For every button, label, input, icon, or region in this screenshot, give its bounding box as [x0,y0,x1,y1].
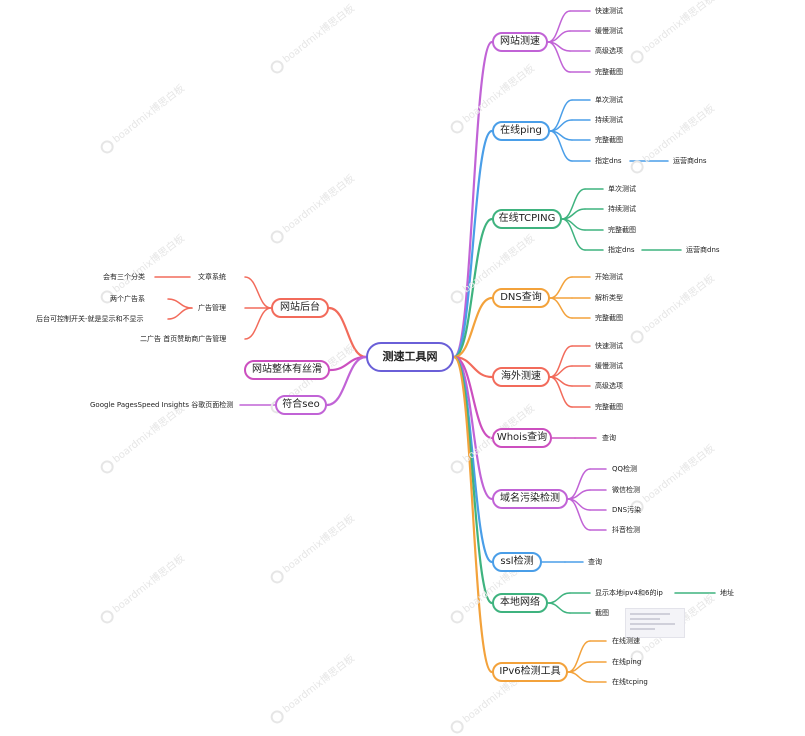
leaf-two-ad-systems[interactable]: 两个广告系 [110,295,145,303]
branch-website-speed[interactable]: 网站测速 [492,32,548,52]
leaf-advanced[interactable]: 高级选项 [595,47,623,55]
leaf-sponsor-ads[interactable]: 二广告 首页赞助商广告管理 [140,335,227,343]
branch-smooth-site[interactable]: 网站整体有丝滑 [244,360,330,380]
branch-connector [452,40,494,359]
boardmix-logo-icon [267,707,286,726]
leaf-fast-test[interactable]: 快速测试 [595,7,623,15]
leaf-screenshot[interactable]: 截图 [595,609,609,617]
leaf-connector [547,602,571,614]
leaf-continuous-test[interactable]: 持续测试 [595,116,623,124]
leaf-connector [567,498,591,531]
leaf-connector [244,307,272,340]
leaf-carrier-dns[interactable]: 运营商dns [686,246,720,254]
leaf-start-test[interactable]: 开始测试 [595,273,623,281]
screenshot-thumbnail [625,608,685,638]
branch-connector [325,355,368,407]
leaf-continuous-test[interactable]: 持续测试 [608,205,636,213]
leaf-connector [561,218,586,251]
boardmix-logo-icon [447,717,466,736]
leaf-single-test[interactable]: 单次测试 [595,96,623,104]
leaf-advanced[interactable]: 高级选项 [595,382,623,390]
leaf-slow-test[interactable]: 缓慢测试 [595,27,623,35]
leaf-connector [549,376,573,408]
leaf-full-screenshot[interactable]: 完整截图 [595,68,623,76]
leaf-full-screenshot[interactable]: 完整截图 [595,403,623,411]
leaf-show-local-ip[interactable]: 显示本地ipv4和6的ip [595,589,663,597]
branch-connector [452,296,494,359]
branch-ipv6-tool[interactable]: IPv6检测工具 [492,662,568,682]
mindmap-connectors [154,10,716,683]
leaf-full-screenshot[interactable]: 完整截图 [595,136,623,144]
leaf-fast-test[interactable]: 快速测试 [595,342,623,350]
leaf-specify-dns[interactable]: 指定dns [595,157,622,165]
sub-leaf-connector [167,307,193,320]
leaf-connector [244,276,272,309]
leaf-connector [547,41,571,73]
leaf-google-pagespeed[interactable]: Google PagesSpeed Insights 谷歌页面检测 [90,401,234,409]
leaf-online-speed[interactable]: 在线测速 [612,637,640,645]
root-node[interactable]: 测速工具网 [366,342,454,372]
branch-connector [452,129,494,359]
branch-online-tcping[interactable]: 在线TCPING [492,209,562,229]
leaf-connector [549,297,573,319]
branch-dns-pollution[interactable]: 域名污染检测 [492,489,568,509]
branch-seo[interactable]: 符合seo [275,395,327,415]
leaf-connector [547,592,571,604]
branch-whois[interactable]: Whois查询 [492,428,552,448]
branch-connector [327,306,368,359]
branch-online-ping[interactable]: 在线ping [492,121,550,141]
branch-dns-query[interactable]: DNS查询 [492,288,550,308]
branch-local-network[interactable]: 本地网络 [492,593,548,613]
leaf-full-screenshot[interactable]: 完整截图 [595,314,623,322]
leaf-three-categories[interactable]: 会有三个分类 [103,273,145,281]
leaf-ad-management[interactable]: 广告管理 [198,304,226,312]
branch-site-backend[interactable]: 网站后台 [271,298,329,318]
branch-overseas-speed[interactable]: 海外测速 [492,367,550,387]
leaf-single-test[interactable]: 单次测试 [608,185,636,193]
leaf-carrier-dns[interactable]: 运营商dns [673,157,707,165]
leaf-qq-check[interactable]: QQ检测 [612,465,638,473]
leaf-ad-toggle[interactable]: 后台可控制开关-就是显示和不显示 [36,315,144,323]
leaf-specify-dns[interactable]: 指定dns [608,246,635,254]
leaf-article-system[interactable]: 文章系统 [198,273,226,281]
leaf-wechat-check[interactable]: 微信检测 [612,486,640,494]
leaf-query[interactable]: 查询 [602,434,616,442]
branch-ssl[interactable]: ssl检测 [492,552,542,572]
leaf-connector [549,130,573,162]
leaf-online-ping[interactable]: 在线ping [612,658,642,666]
leaf-douyin-check[interactable]: 抖音检测 [612,526,640,534]
leaf-dns-pollution[interactable]: DNS污染 [612,506,642,514]
sub-leaf-connector [167,298,193,309]
branch-connector [452,355,494,674]
leaf-resolve-type[interactable]: 解析类型 [595,294,623,302]
leaf-connector [549,276,573,299]
leaf-address[interactable]: 地址 [720,589,734,597]
leaf-full-screenshot[interactable]: 完整截图 [608,226,636,234]
leaf-connector [567,671,591,683]
leaf-slow-test[interactable]: 缓慢测试 [595,362,623,370]
leaf-query[interactable]: 查询 [588,558,602,566]
leaf-online-tcping[interactable]: 在线tcping [612,678,648,686]
branch-connector [452,217,494,359]
